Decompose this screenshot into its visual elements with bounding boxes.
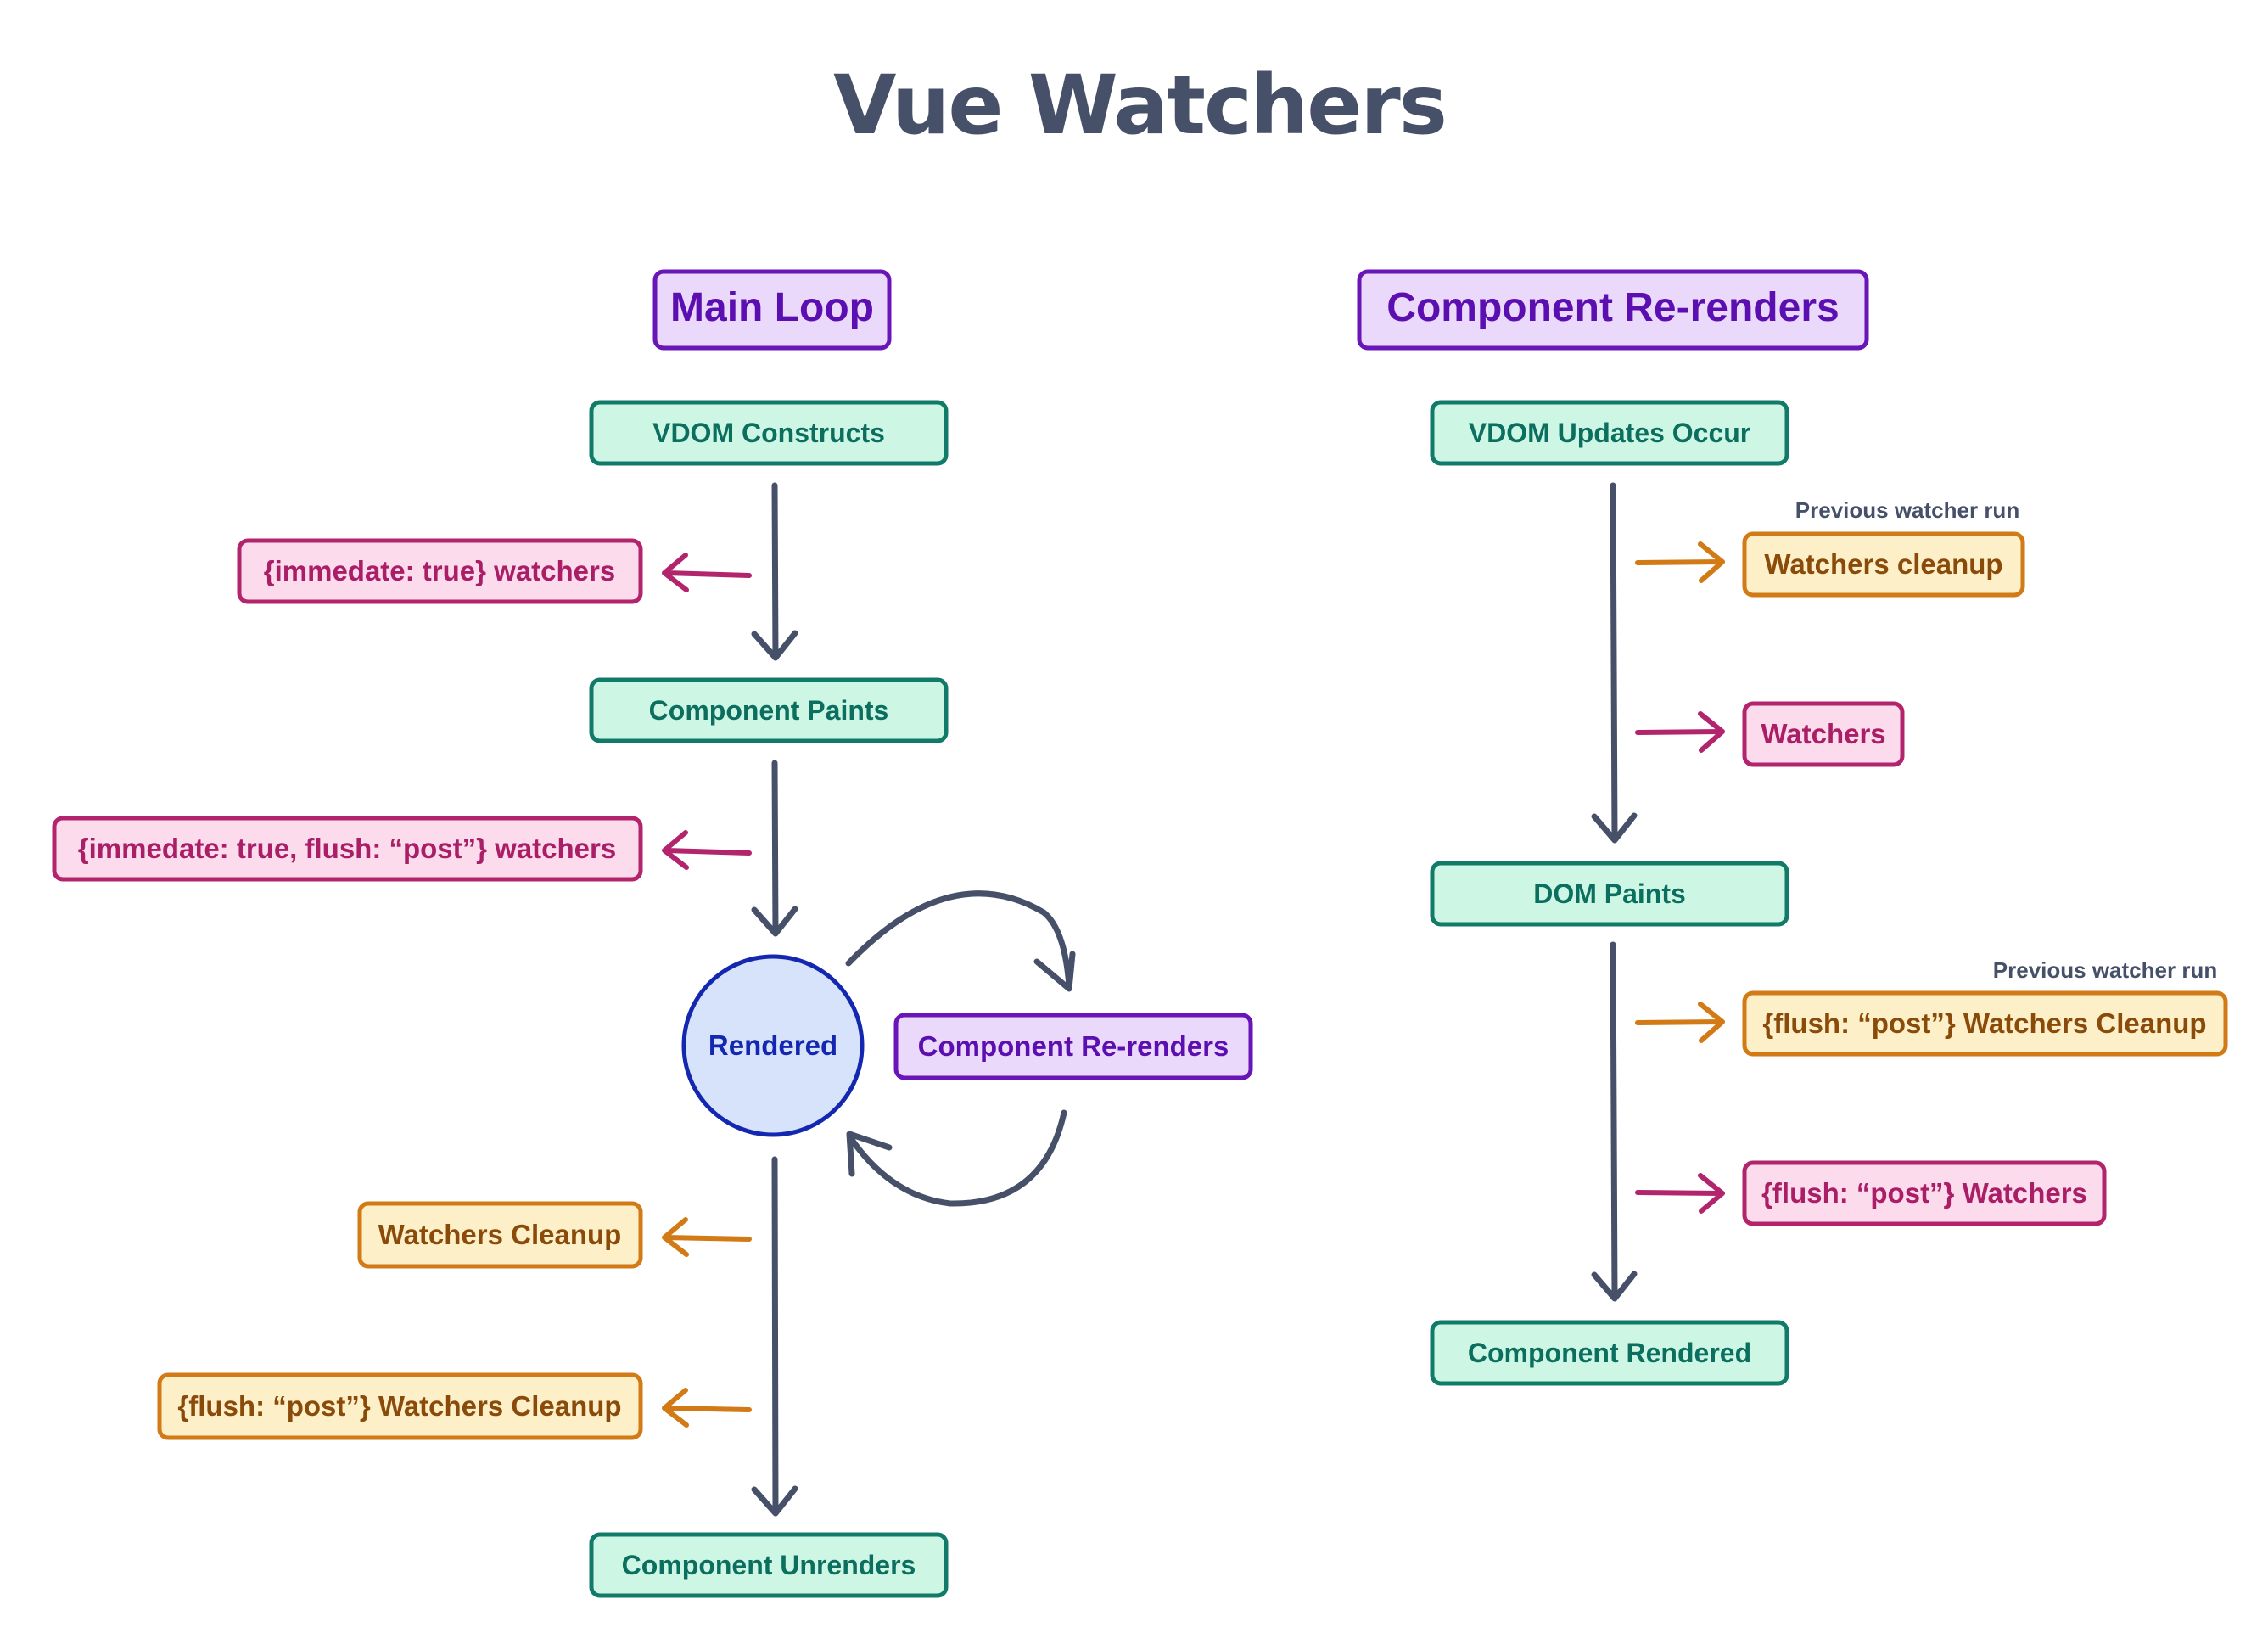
component-paints-node: Component Paints [589,677,949,743]
immediate-post-watchers-node: {immedate: true, flush: “post”} watchers [52,816,643,882]
component-rendered-label: Component Rendered [1468,1338,1751,1368]
main-loop-column: Main Loop VDOM Constructs {immedate: tru… [52,269,1253,1598]
component-rerenders-label: Component Re-renders [918,1030,1229,1062]
diagram-title: Vue Watchers [833,58,1446,153]
arrow-dom-paints-to-component-rendered [1591,941,1638,1302]
rr-watchers-cleanup-node: Watchers cleanup [1742,531,2025,598]
loop-arrow-to-rerenders [845,890,1076,992]
rr-post-watchers-cleanup-node: {flush: “post”} Watchers Cleanup [1742,990,2228,1057]
component-rerenders-node: Component Re-renders [893,1013,1253,1080]
arrow-rendered-to-unrenders [751,1156,798,1517]
previous-watcher-run-note-1: Previous watcher run [1795,497,2019,523]
vdom-constructs-label: VDOM Constructs [652,418,885,448]
arrow-to-immediate-watchers [662,553,752,592]
arrow-to-rr-post-watchers-cleanup [1635,1002,1725,1043]
immediate-watchers-label: {immedate: true} watchers [264,555,615,586]
arrow-to-rr-watchers-cleanup [1635,541,1725,583]
vdom-updates-node: VDOM Updates Occur [1430,400,1789,466]
rerenders-header-label: Component Re-renders [1386,285,1839,330]
arrow-to-rr-watchers [1635,711,1725,753]
dom-paints-label: DOM Paints [1533,878,1686,909]
main-loop-header: Main Loop [652,269,892,351]
rr-post-watchers-node: {flush: “post”} Watchers [1742,1160,2107,1226]
dom-paints-node: DOM Paints [1430,861,1789,927]
main-loop-arrows [662,482,1076,1517]
arrow-vdom-to-paints [751,482,798,661]
loop-arrow-back-to-rendered [846,1109,1067,1207]
arrow-paints-to-rendered [751,760,798,937]
arrow-to-immediate-post-watchers [662,830,752,870]
post-watchers-cleanup-node: {flush: “post”} Watchers Cleanup [157,1372,643,1440]
watchers-cleanup-node: Watchers Cleanup [357,1201,643,1269]
vdom-constructs-node: VDOM Constructs [589,400,949,466]
rerenders-arrows [1591,482,1725,1302]
component-rendered-node: Component Rendered [1430,1320,1789,1386]
immediate-post-watchers-label: {immedate: true, flush: “post”} watchers [78,833,616,864]
rr-watchers-node: Watchers [1742,701,1905,767]
rendered-node: Rendered [681,954,865,1137]
arrow-to-watchers-cleanup [662,1217,752,1257]
arrow-to-post-watchers-cleanup [662,1388,752,1428]
rerenders-column: Component Re-renders VDOM Updates Occur … [1357,269,2228,1386]
rr-watchers-cleanup-label: Watchers cleanup [1764,548,2002,580]
rr-watchers-label: Watchers [1761,718,1885,749]
post-watchers-cleanup-label: {flush: “post”} Watchers Cleanup [177,1390,621,1422]
rerenders-header: Component Re-renders [1357,269,1869,351]
rr-post-watchers-cleanup-label: {flush: “post”} Watchers Cleanup [1762,1007,2206,1039]
rr-post-watchers-label: {flush: “post”} Watchers [1761,1177,2087,1209]
previous-watcher-run-note-2: Previous watcher run [1993,957,2217,983]
arrow-to-rr-post-watchers [1635,1173,1725,1214]
component-paints-label: Component Paints [649,695,889,726]
arrow-vdom-updates-to-dom-paints [1591,482,1638,844]
immediate-watchers-node: {immedate: true} watchers [237,538,643,604]
component-unrenders-label: Component Unrenders [622,1550,916,1580]
watchers-cleanup-label: Watchers Cleanup [378,1219,622,1250]
main-loop-header-label: Main Loop [670,285,874,330]
component-unrenders-node: Component Unrenders [589,1532,949,1598]
rendered-label: Rendered [708,1030,837,1061]
vdom-updates-label: VDOM Updates Occur [1469,418,1751,448]
